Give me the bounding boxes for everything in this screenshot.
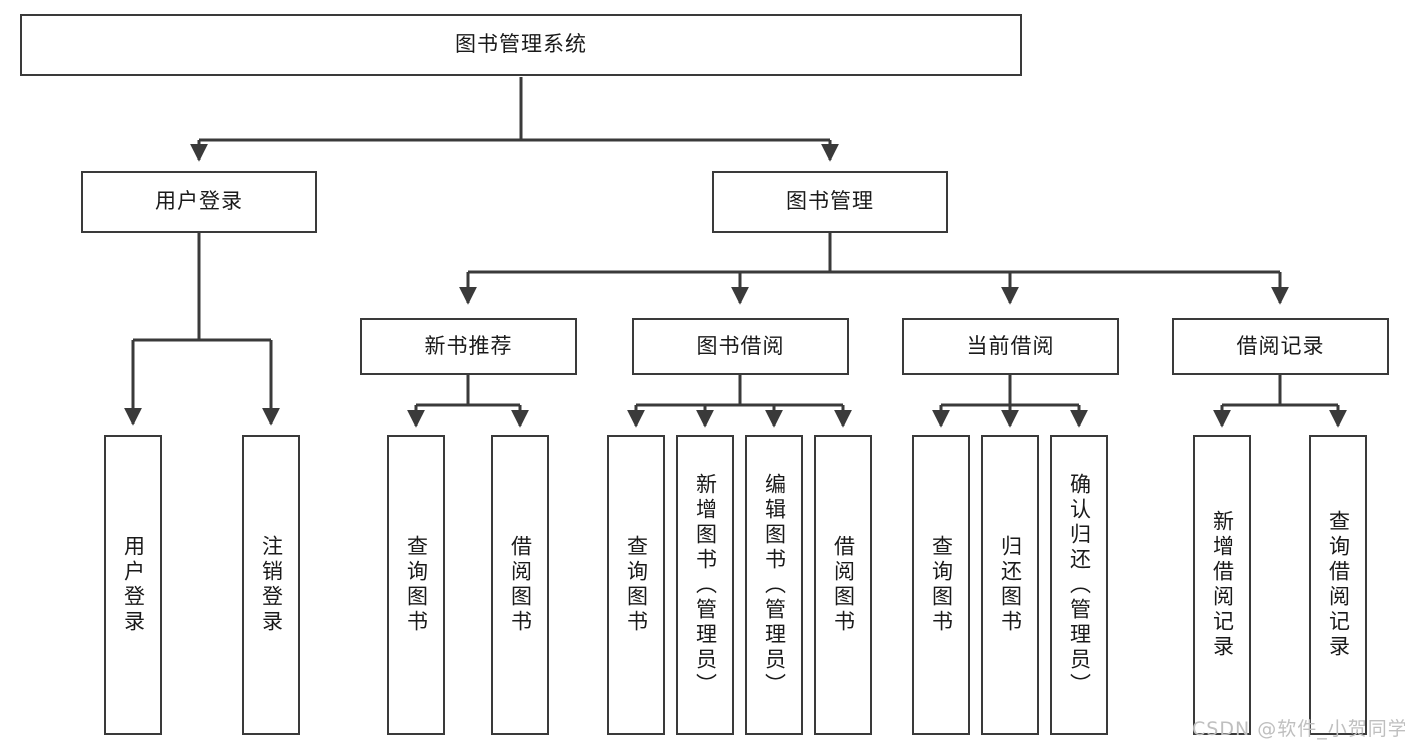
leaf-user-login-label: 用户登录 bbox=[121, 535, 146, 635]
node-borrow-record-label: 借阅记录 bbox=[1236, 333, 1325, 358]
node-book-borrow-label: 图书借阅 bbox=[696, 333, 785, 358]
node-user-login[interactable]: 用户登录 bbox=[81, 171, 317, 233]
csdn-watermark: CSDN @软件_小贺同学 bbox=[1192, 718, 1405, 740]
leaf-user-login[interactable]: 用户登录 bbox=[104, 435, 162, 735]
node-book-manage[interactable]: 图书管理 bbox=[712, 171, 948, 233]
leaf-query-book-3-label: 查询图书 bbox=[929, 535, 954, 635]
leaf-borrow-book-2[interactable]: 借阅图书 bbox=[814, 435, 872, 735]
leaf-query-book-3[interactable]: 查询图书 bbox=[912, 435, 970, 735]
leaf-add-book-label: 新增图书（管理员） bbox=[693, 472, 718, 698]
leaf-return-book[interactable]: 归还图书 bbox=[981, 435, 1039, 735]
leaf-return-book-label: 归还图书 bbox=[998, 535, 1023, 635]
node-root[interactable]: 图书管理系统 bbox=[20, 14, 1022, 76]
leaf-query-book-1[interactable]: 查询图书 bbox=[387, 435, 445, 735]
leaf-borrow-book-1-label: 借阅图书 bbox=[508, 535, 533, 635]
leaf-query-book-1-label: 查询图书 bbox=[404, 535, 429, 635]
node-borrow-record[interactable]: 借阅记录 bbox=[1172, 318, 1389, 375]
node-new-book-recommend[interactable]: 新书推荐 bbox=[360, 318, 577, 375]
leaf-add-record[interactable]: 新增借阅记录 bbox=[1193, 435, 1251, 735]
node-new-book-recommend-label: 新书推荐 bbox=[424, 333, 513, 358]
node-current-borrow-label: 当前借阅 bbox=[966, 333, 1055, 358]
leaf-edit-book[interactable]: 编辑图书（管理员） bbox=[745, 435, 803, 735]
leaf-edit-book-label: 编辑图书（管理员） bbox=[762, 472, 787, 698]
leaf-borrow-book-2-label: 借阅图书 bbox=[831, 535, 856, 635]
node-book-manage-label: 图书管理 bbox=[786, 189, 874, 214]
node-current-borrow[interactable]: 当前借阅 bbox=[902, 318, 1119, 375]
leaf-add-record-label: 新增借阅记录 bbox=[1210, 510, 1235, 660]
leaf-confirm-return[interactable]: 确认归还（管理员） bbox=[1050, 435, 1108, 735]
leaf-query-book-2-label: 查询图书 bbox=[624, 535, 649, 635]
leaf-query-book-2[interactable]: 查询图书 bbox=[607, 435, 665, 735]
leaf-confirm-return-label: 确认归还（管理员） bbox=[1067, 472, 1092, 698]
leaf-user-logout[interactable]: 注销登录 bbox=[242, 435, 300, 735]
node-user-login-label: 用户登录 bbox=[155, 189, 243, 214]
leaf-borrow-book-1[interactable]: 借阅图书 bbox=[491, 435, 549, 735]
node-book-borrow[interactable]: 图书借阅 bbox=[632, 318, 849, 375]
leaf-query-record-label: 查询借阅记录 bbox=[1326, 510, 1351, 660]
leaf-user-logout-label: 注销登录 bbox=[259, 535, 284, 635]
leaf-add-book[interactable]: 新增图书（管理员） bbox=[676, 435, 734, 735]
node-root-label: 图书管理系统 bbox=[455, 32, 587, 57]
leaf-query-record[interactable]: 查询借阅记录 bbox=[1309, 435, 1367, 735]
